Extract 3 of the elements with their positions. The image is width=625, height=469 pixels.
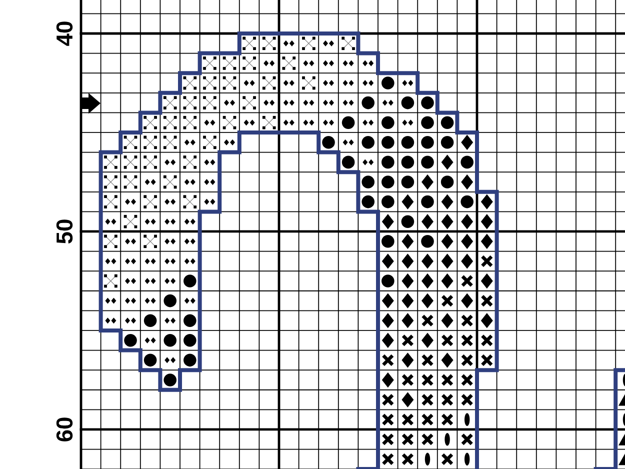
row-number: 60	[56, 418, 73, 442]
row-number: 50	[56, 220, 73, 244]
row-number: 40	[56, 22, 73, 46]
